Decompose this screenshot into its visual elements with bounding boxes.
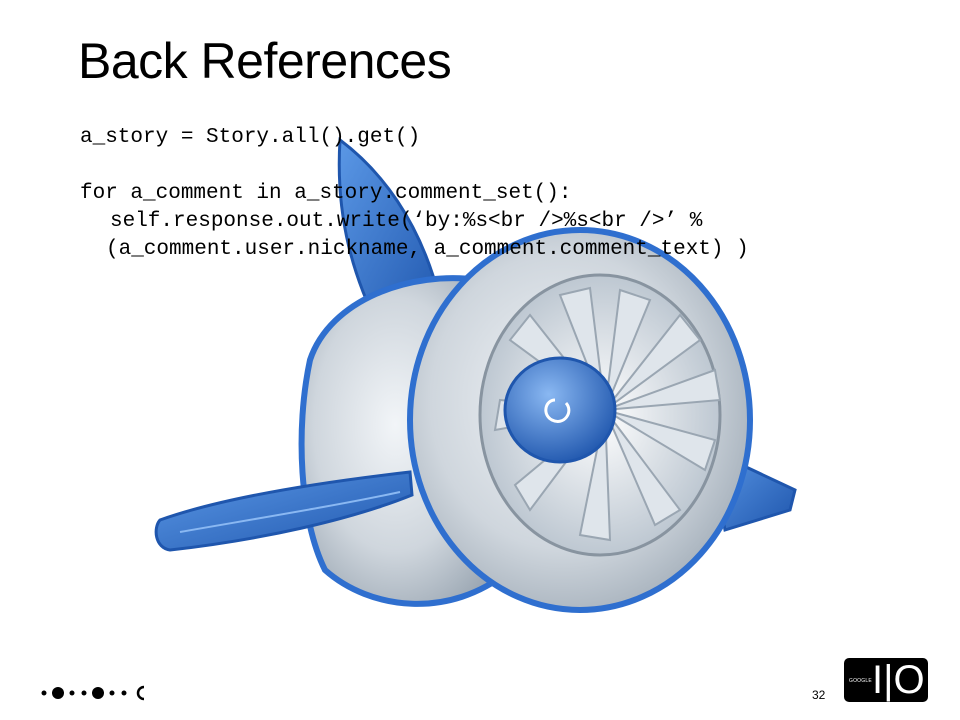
logo-hub-swirl: [544, 398, 571, 423]
io-letters: I|O: [872, 658, 925, 702]
code-line-1: a_story = Story.all().get(): [80, 126, 421, 149]
code-block: a_story = Story.all().get() for a_commen…: [80, 124, 749, 264]
google-io-logo: GOOGLE I|O: [844, 658, 928, 702]
io-brand-text: GOOGLE: [849, 678, 872, 684]
progress-dots-icon: [41, 685, 145, 701]
code-line-3: self.response.out.write(‘by:%s<br />%s<b…: [110, 210, 703, 233]
logo-left-wing: [154, 470, 414, 552]
app-engine-logo-icon: [154, 137, 797, 613]
code-line-4: (a_comment.user.nickname, a_comment.comm…: [106, 238, 749, 261]
code-gap: [80, 152, 749, 180]
code-line-2: for a_comment in a_story.comment_set():: [80, 182, 572, 205]
slide-title: Back References: [78, 33, 452, 89]
page-number: 32: [812, 688, 826, 702]
logo-hub: [503, 356, 617, 464]
